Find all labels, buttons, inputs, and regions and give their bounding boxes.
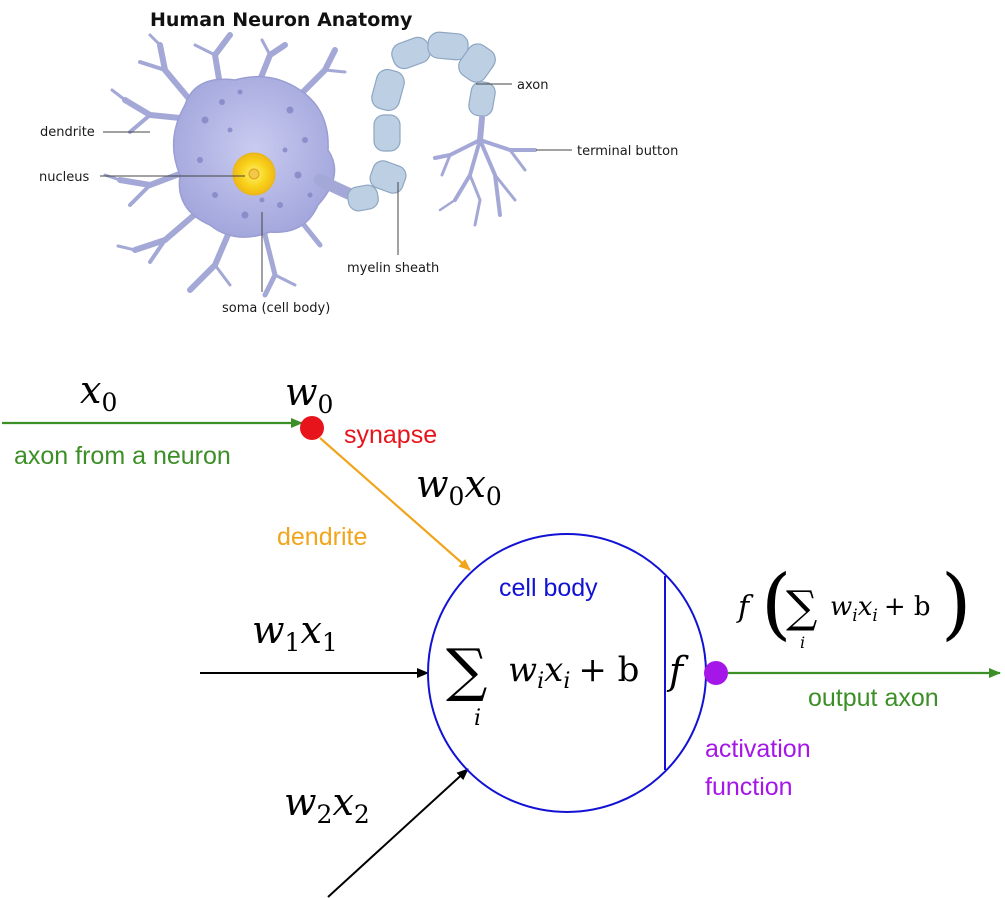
activation-f-symbol: f — [666, 649, 689, 693]
synapse-dot — [300, 416, 324, 440]
sum-formula: ∑ i wixi+ b — [446, 636, 639, 731]
x0-label: x0 — [80, 368, 117, 417]
w0-label: w0 — [285, 370, 333, 419]
sum-symbol: ∑ — [446, 636, 487, 704]
function-label: function — [705, 773, 793, 801]
svg-text:i: i — [800, 633, 805, 652]
svg-text:f: f — [736, 590, 754, 625]
svg-text:∑: ∑ — [786, 582, 817, 633]
label-myelin-sheath: myelin sheath — [347, 261, 439, 276]
label-terminal-button: terminal button — [577, 144, 678, 159]
axon-terminals — [433, 115, 537, 227]
svg-text:wixi+ b: wixi+ b — [830, 592, 931, 626]
label-soma: soma (cell body) — [222, 301, 330, 316]
dendrite-label: dendrite — [277, 523, 367, 551]
svg-text:): ) — [941, 559, 971, 649]
w1x1-label: w1x1 — [252, 608, 338, 657]
anatomy-leader-lines — [100, 83, 572, 292]
dendrites — [103, 32, 347, 298]
neuron-illustration — [103, 31, 537, 298]
label-dendrite: dendrite — [40, 125, 95, 140]
soma-spots — [197, 89, 313, 219]
label-axon: axon — [517, 78, 548, 93]
label-nucleus: nucleus — [39, 170, 89, 185]
output-axon-label: output axon — [808, 684, 939, 712]
axon-from-neuron-label: axon from a neuron — [14, 442, 231, 470]
input-2-arrow — [327, 768, 469, 898]
w0x0-label: w0x0 — [416, 462, 502, 511]
svg-text:(: ( — [761, 559, 791, 649]
myelin-segments — [347, 31, 496, 212]
activation-label: activation — [705, 735, 811, 763]
synapse-label: synapse — [344, 421, 437, 449]
output-formula: f ( ∑ i wixi+ b ) — [736, 559, 971, 652]
w2x2-label: w2x2 — [284, 780, 370, 829]
dendrite-arrow — [319, 437, 471, 571]
activation-dot — [704, 661, 728, 685]
anatomy-title: Human Neuron Anatomy — [150, 9, 413, 31]
cell-body-label: cell body — [499, 574, 598, 602]
sum-index: i — [474, 706, 481, 731]
sum-term: wixi+ b — [508, 650, 639, 694]
